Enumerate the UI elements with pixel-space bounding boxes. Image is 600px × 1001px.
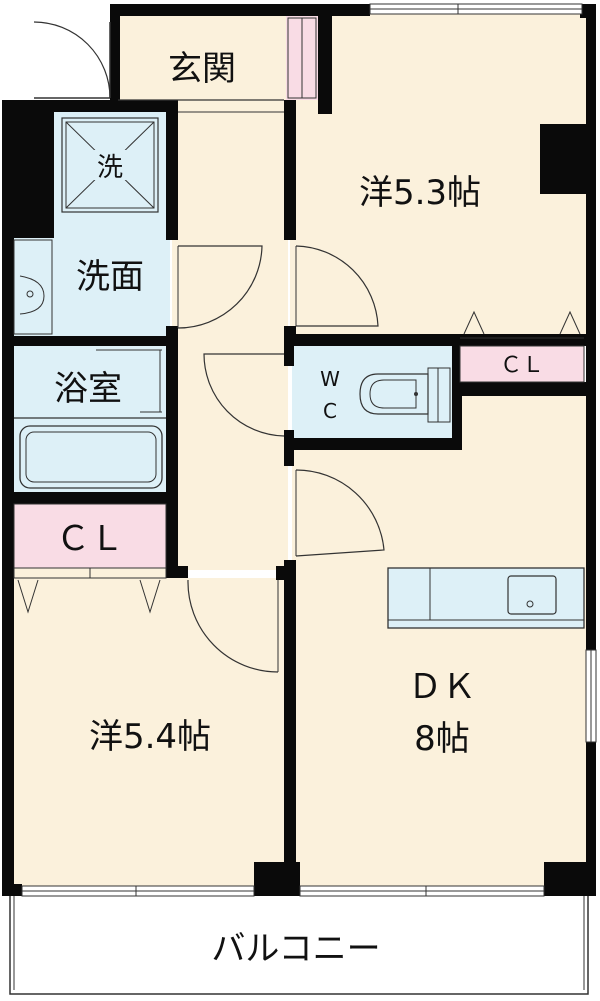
windows [21,3,597,897]
closet-small [459,310,585,383]
wall [540,124,586,194]
wall [2,884,22,896]
western-room-1-label: 洋5.3帖 [359,173,481,213]
wall [2,100,178,112]
entrance-floor [118,14,286,100]
kitchen-sink [507,575,557,615]
wall [14,112,54,238]
washroom-door [177,245,263,329]
balcony [9,891,589,995]
labels: 玄関 洋5.3帖 洗 洗面 浴室 W C ＣＬ ＣＬ 洋5.4帖 ＤＫ 8帖 バ… [54,49,544,969]
closet-left [13,503,167,614]
balcony-label: バルコニー [211,929,380,969]
wall [544,862,596,896]
western-room-1-floor [290,14,586,338]
closet-small-label: ＣＬ [500,353,544,378]
washing-machine-pan [61,117,159,213]
entrance-door [33,21,111,99]
dining-kitchen-floor [292,394,586,886]
washroom-label: 洗面 [76,257,144,297]
wall [284,438,460,450]
western-room-1-door [295,245,379,327]
wall [318,16,332,114]
wall [276,566,296,580]
wall [110,4,370,16]
bathroom-fixtures [14,349,166,489]
kitchen-counter [387,567,585,629]
wall [452,382,586,396]
wall [284,346,294,366]
wall [452,346,462,450]
dining-kitchen-label: ＤＫ [408,667,476,707]
walls [2,4,596,896]
wc-label-top: W [320,367,340,391]
wall [284,100,296,240]
entrance-label: 玄関 [168,49,236,89]
wall [284,560,296,896]
washbasin [13,239,53,335]
wall [2,100,14,896]
toilet [359,367,451,423]
washing-machine-label: 洗 [97,153,123,183]
hallway-floor [172,100,288,570]
wall [284,334,586,346]
closet-left-label: ＣＬ [56,519,124,559]
bathtub [19,425,163,489]
wall [166,100,178,240]
interior-doors [177,245,385,673]
wall [110,4,120,100]
wc-label-bottom: C [323,399,337,423]
wall [254,862,300,896]
wall [166,326,178,576]
bathroom-label: 浴室 [54,369,122,409]
wall [164,566,188,578]
western-room-2-floor [12,578,288,886]
balcony-outline [9,891,589,995]
wall [586,4,596,896]
wc-door [203,353,285,437]
entrance-shoe-closet [286,14,320,100]
shoe-closet [287,17,317,99]
western-room-2-label: 洋5.4帖 [89,717,211,757]
wall [14,336,170,346]
wall [14,492,170,504]
dk-door [295,469,385,557]
dining-kitchen-size-label: 8帖 [414,719,470,759]
western-room-2-door [187,579,279,673]
